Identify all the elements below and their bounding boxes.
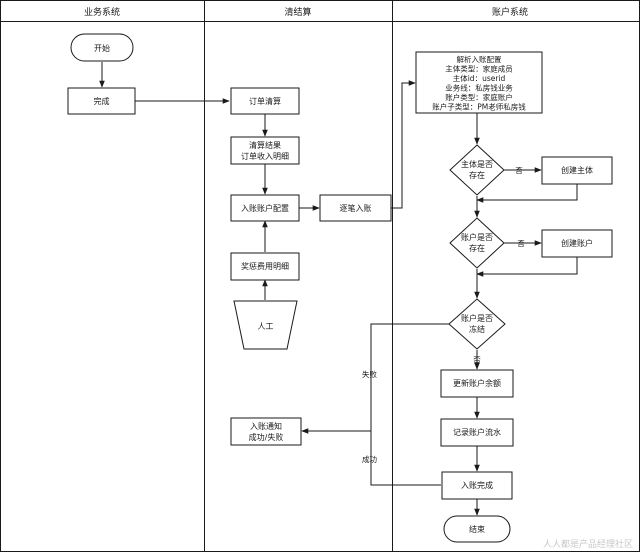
watermark-text: 人人都是产品经理社区 — [543, 538, 633, 550]
edge-label-no-account: 否 — [517, 239, 525, 248]
node-parse-config-line-2: 主体类型：家庭成员 — [445, 64, 513, 74]
node-notify: 入账通知 成功/失败 — [230, 417, 302, 446]
node-account-frozen: 账户是否 冻结 — [448, 298, 506, 350]
lane-title-business: 业务系统 — [84, 6, 120, 18]
node-account-exists: 账户是否 存在 — [449, 217, 505, 269]
node-entry-done-label: 入账完成 — [461, 480, 493, 490]
node-subject-exists-line-1: 主体是否 — [461, 159, 493, 169]
edge-label-fail: 失败 — [362, 369, 377, 379]
node-manual: 人工 — [233, 300, 298, 350]
node-end-label: 结束 — [469, 524, 485, 534]
node-settle-result-line-1: 清算结果 — [249, 140, 281, 150]
node-bonus-detail: 奖惩费用明细 — [230, 252, 300, 281]
edge-create-account-back — [476, 257, 578, 277]
node-account-frozen-line-1: 账户是否 — [461, 313, 493, 323]
node-entry-config: 入账账户配置 — [230, 194, 300, 222]
node-record-flow: 记录账户流水 — [440, 418, 514, 447]
node-notify-line-2: 成功/失败 — [249, 432, 284, 442]
edge-one-by-one-parse — [391, 80, 416, 209]
edge-label-no-frozen: 否 — [473, 355, 481, 364]
lane-title-account: 账户系统 — [492, 6, 528, 18]
node-one-by-one-label: 逐笔入账 — [340, 203, 372, 213]
node-account-frozen-line-2: 冻结 — [469, 324, 485, 334]
node-subject-exists-line-2: 存在 — [469, 170, 485, 180]
edge-done-success-notify — [370, 431, 441, 486]
node-create-account-label: 创建账户 — [561, 238, 593, 248]
node-account-exists-line-2: 存在 — [469, 243, 485, 253]
node-settle-result-line-2: 订单收入明细 — [241, 151, 289, 161]
node-parse-config-line-5: 账户类型：家庭账户 — [445, 92, 513, 102]
edge-frozen-fail-notify — [301, 323, 449, 434]
lane-title-settlement: 清结算 — [284, 6, 311, 18]
node-start: 开始 — [70, 33, 134, 62]
edge-label-success: 成功 — [362, 454, 377, 464]
node-update-balance-label: 更新账户余额 — [453, 378, 501, 388]
node-notify-line-1: 入账通知 — [250, 421, 282, 431]
edge-create-subject-back — [476, 184, 578, 203]
node-parse-config-line-6: 账户子类型：PM老师私房钱 — [432, 102, 526, 112]
node-start-label: 开始 — [94, 43, 110, 53]
node-one-by-one: 逐笔入账 — [319, 194, 392, 222]
node-update-balance: 更新账户余额 — [440, 369, 514, 398]
node-manual-label: 人工 — [258, 322, 274, 331]
node-bonus-detail-label: 奖惩费用明细 — [241, 261, 289, 271]
node-create-subject: 创建主体 — [541, 156, 613, 185]
edges — [99, 62, 578, 516]
node-parse-config-line-3: 主体id：userid — [453, 73, 506, 83]
node-record-flow-label: 记录账户流水 — [453, 427, 501, 437]
node-parse-config: 解析入账配置 主体类型：家庭成员 主体id：userid 业务线：私房钱业务 账… — [415, 51, 543, 114]
node-settle-result: 清算结果 订单收入明细 — [230, 136, 300, 165]
edge-label-no-subject: 否 — [515, 166, 523, 175]
node-create-subject-label: 创建主体 — [561, 165, 593, 175]
node-end: 结束 — [443, 515, 511, 543]
node-order-settle-label: 订单清算 — [249, 96, 281, 106]
node-parse-config-line-1: 解析入账配置 — [457, 54, 502, 64]
node-complete: 完成 — [67, 87, 136, 115]
node-entry-config-label: 入账账户配置 — [241, 203, 289, 213]
node-order-settle: 订单清算 — [230, 87, 300, 115]
node-subject-exists: 主体是否 存在 — [449, 144, 505, 196]
node-entry-done: 入账完成 — [441, 471, 513, 500]
node-parse-config-line-4: 业务线：私房钱业务 — [445, 83, 513, 93]
node-complete-label: 完成 — [94, 96, 110, 106]
node-account-exists-line-1: 账户是否 — [461, 232, 493, 242]
node-create-account: 创建账户 — [541, 229, 613, 258]
